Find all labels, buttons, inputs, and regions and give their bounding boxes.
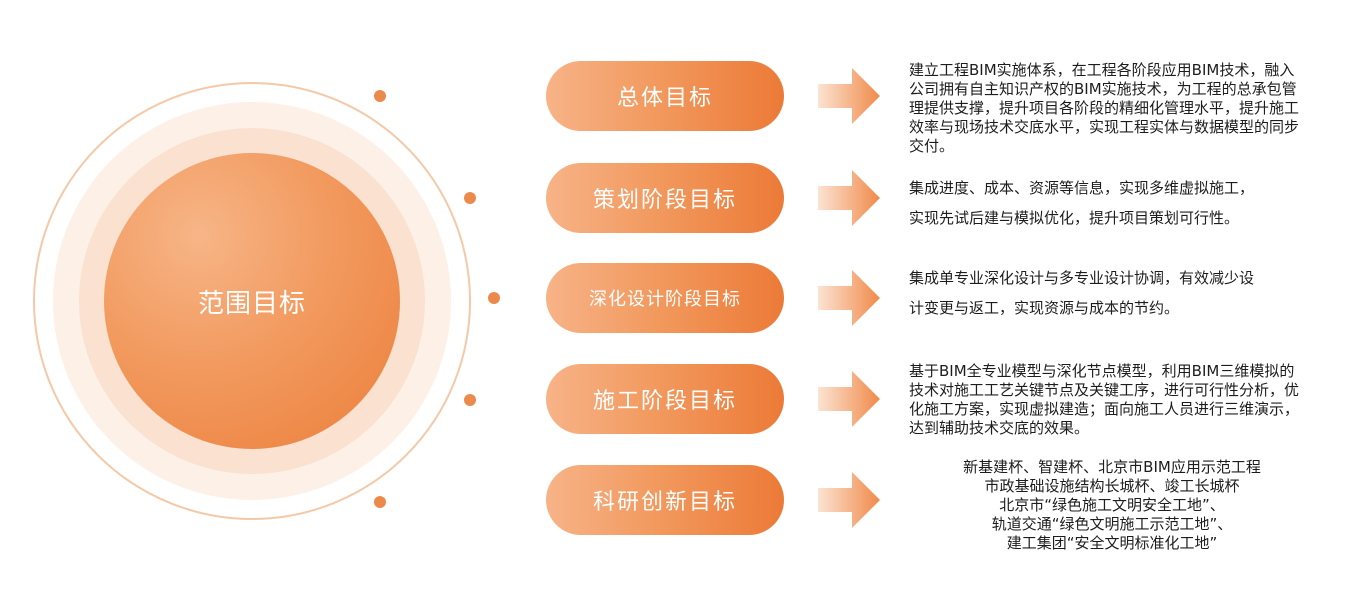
goal-pill-detailed-design: 深化设计阶段目标 [546,263,784,333]
right-arrow-icon [818,270,880,326]
connector-dot [374,90,386,102]
goal-label: 策划阶段目标 [592,188,737,213]
goal-label: 深化设计阶段目标 [589,289,741,310]
right-arrow-icon [818,371,880,427]
goal-label: 总体目标 [616,86,713,111]
goal-pill-construction: 施工阶段目标 [546,364,784,434]
goal-description-research: 新基建杯、智建杯、北京市BIM应用示范工程 市政基础设施结构长城杯、竣工长城杯 … [963,458,1261,552]
connector-dot [488,292,500,304]
right-arrow-icon [818,170,880,226]
goal-description-construction: 基于BIM全专业模型与深化节点模型，利用BIM三维模拟的 技术对施工工艺关键节点… [909,362,1300,437]
goal-pill-planning: 策划阶段目标 [546,163,784,233]
center-circle: 范围目标 [104,153,400,449]
goal-description-overall: 建立工程BIM实施体系，在工程各阶段应用BIM技术，融入 公司拥有自主知识产权的… [909,61,1300,155]
connector-dot [464,394,476,406]
connector-dot [374,496,386,508]
center-label: 范围目标 [197,288,306,319]
goal-pill-research: 科研创新目标 [546,465,784,535]
goal-pill-overall: 总体目标 [546,61,784,131]
right-arrow-icon [818,68,880,124]
right-arrow-icon [818,472,880,528]
goal-description-planning: 集成进度、成本、资源等信息，实现多维虚拟施工， 实现先试后建与模拟优化，提升项目… [909,179,1255,227]
connector-dot [464,192,476,204]
goal-label: 科研创新目标 [592,490,737,515]
goal-description-detailed-design: 集成单专业深化设计与多专业设计协调，有效减少设 计变更与返工，实现资源与成本的节… [909,269,1255,317]
goal-label: 施工阶段目标 [592,389,737,414]
